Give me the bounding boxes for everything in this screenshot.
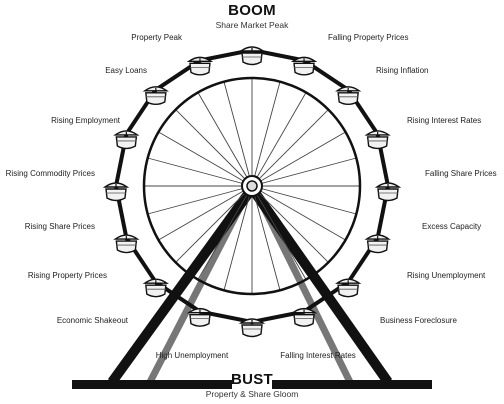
label-rising-inflation: Rising Inflation [376, 66, 429, 75]
spoke [251, 81, 281, 187]
label-excess-capacity: Excess Capacity [422, 222, 482, 231]
label-high-unemployment: High Unemployment [155, 351, 229, 360]
spoke [251, 185, 281, 291]
gondola-cabin [290, 307, 318, 327]
label-rising-unemployment: Rising Unemployment [407, 271, 486, 280]
inner-rim-circle [142, 76, 362, 296]
cabin-body [189, 313, 211, 327]
cabin-body [241, 52, 263, 66]
spoke [251, 157, 357, 187]
spoke [223, 185, 253, 291]
gondola-cabin [364, 234, 391, 254]
gondola-cabin [102, 182, 130, 202]
gondola-cabin [238, 318, 266, 338]
cabin-body [105, 188, 127, 202]
spoke [251, 185, 346, 241]
cabin-body [189, 62, 211, 76]
cabin-body [293, 313, 315, 327]
bust-subtitle: Property & Share Gloom [205, 389, 299, 399]
label-business-foreclosure: Business Foreclosure [380, 316, 457, 325]
spoke [251, 185, 307, 280]
gondola-cabin [238, 46, 266, 66]
label-easy-loans: Easy Loans [105, 66, 147, 75]
boom-title: BOOM [228, 2, 276, 19]
ground-base [72, 380, 432, 389]
spoke [147, 157, 253, 187]
spoke [197, 92, 253, 187]
gondola-cabins [102, 46, 402, 338]
gondola-cabin [290, 56, 318, 76]
label-falling-share-prices: Falling Share Prices [425, 169, 497, 178]
cabin-body [366, 136, 389, 150]
inner-rim [142, 76, 362, 296]
label-falling-interest-rates: Falling Interest Rates [280, 351, 356, 360]
spoke [251, 92, 307, 187]
cabin-body [377, 188, 399, 202]
gondola-cabin [142, 86, 169, 106]
label-rising-commodity-prices: Rising Commodity Prices [5, 169, 95, 178]
spoke [251, 185, 357, 215]
cabin-body [145, 92, 167, 106]
spoke [251, 185, 329, 263]
wheel-hub [241, 175, 263, 197]
spoke [175, 185, 253, 263]
gondola-cabin [113, 234, 140, 254]
gondola-cabin [113, 130, 140, 150]
gondola-cabin [364, 130, 391, 150]
label-rising-property-prices: Rising Property Prices [27, 271, 107, 280]
gondola-cabin [186, 307, 214, 327]
hub-inner [246, 180, 258, 192]
gondola-cabin [186, 56, 214, 76]
spoke [158, 185, 253, 241]
cabin-body [145, 284, 167, 298]
cabin-body [337, 284, 359, 298]
spoke [158, 131, 253, 187]
cabin-body [366, 240, 389, 254]
spoke [197, 185, 253, 280]
label-rising-share-prices: Rising Share Prices [24, 222, 95, 231]
label-economic-shakeout: Economic Shakeout [56, 316, 128, 325]
gondola-cabin [374, 182, 402, 202]
cabin-body [337, 92, 359, 106]
spoke [251, 109, 329, 187]
front-leg-left [107, 191, 253, 385]
cabin-body [293, 62, 315, 76]
spoke [175, 109, 253, 187]
cabin-body [115, 240, 138, 254]
label-rising-employment: Rising Employment [51, 116, 120, 125]
gondola-cabin [335, 278, 362, 298]
support-structure [107, 191, 393, 385]
spoke [251, 131, 346, 187]
label-rising-interest-rates: Rising Interest Rates [407, 116, 482, 125]
bust-title: BUST [230, 371, 274, 388]
wheel-spokes [144, 78, 360, 294]
gondola-cabin [142, 278, 169, 298]
cabin-body [115, 136, 138, 150]
base-bar-right [272, 380, 432, 389]
gondola-cabin [335, 86, 362, 106]
front-leg-right [251, 191, 393, 385]
base-bar-left [72, 380, 232, 389]
spoke [223, 81, 253, 187]
boom-subtitle: Share Market Peak [215, 20, 289, 30]
cabin-body [241, 324, 263, 338]
spoke [147, 185, 253, 215]
label-falling-property-prices: Falling Property Prices [328, 33, 409, 42]
label-property-peak: Property Peak [131, 33, 182, 42]
